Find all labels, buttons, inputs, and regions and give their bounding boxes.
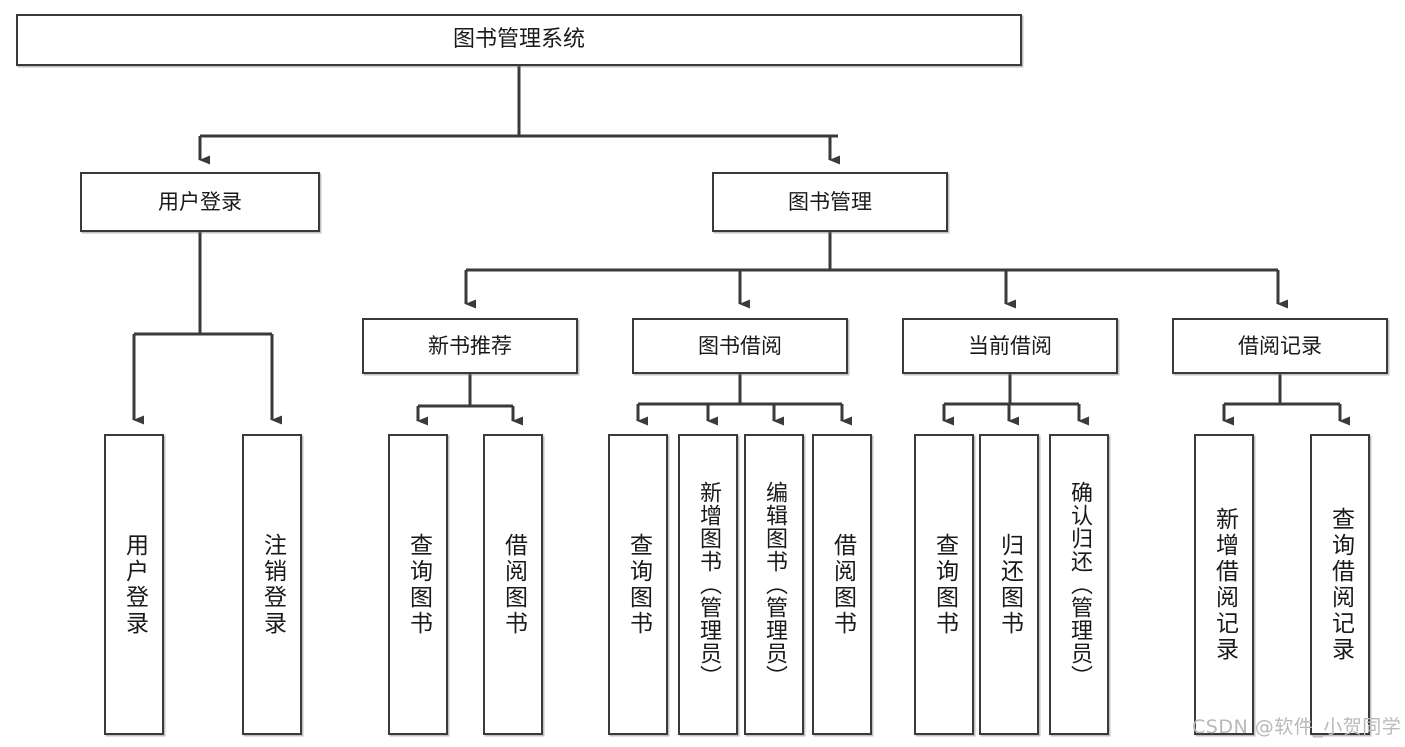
watermark: CSDN @软件_小贺同学 bbox=[1192, 716, 1402, 738]
node-current-borrow-label: 当前借阅 bbox=[968, 333, 1052, 358]
node-leaf-user-login-label: 用户登录 bbox=[121, 532, 148, 637]
node-leaf-confirm-return-label: 确认归还（管理员） bbox=[1067, 481, 1092, 688]
node-leaf-query-record-label: 查询借阅记录 bbox=[1327, 506, 1354, 663]
node-leaf-confirm-return[interactable]: 确认归还（管理员） bbox=[1049, 434, 1109, 735]
node-leaf-query-book-3[interactable]: 查询图书 bbox=[914, 434, 974, 735]
node-leaf-add-book[interactable]: 新增图书（管理员） bbox=[678, 434, 738, 735]
node-borrow-record[interactable]: 借阅记录 bbox=[1172, 318, 1388, 374]
node-leaf-query-book-1-label: 查询图书 bbox=[405, 532, 432, 637]
node-leaf-edit-book[interactable]: 编辑图书（管理员） bbox=[744, 434, 804, 735]
node-current-borrow[interactable]: 当前借阅 bbox=[902, 318, 1118, 374]
node-new-book-recommend[interactable]: 新书推荐 bbox=[362, 318, 578, 374]
node-root-label: 图书管理系统 bbox=[452, 27, 585, 53]
node-leaf-query-book-2[interactable]: 查询图书 bbox=[608, 434, 668, 735]
node-leaf-query-book-1[interactable]: 查询图书 bbox=[388, 434, 448, 735]
node-leaf-borrow-book-2-label: 借阅图书 bbox=[829, 532, 856, 637]
node-root[interactable]: 图书管理系统 bbox=[16, 14, 1022, 66]
node-book-borrow[interactable]: 图书借阅 bbox=[632, 318, 848, 374]
node-book-borrow-label: 图书借阅 bbox=[698, 333, 782, 358]
node-leaf-query-book-3-label: 查询图书 bbox=[931, 532, 958, 637]
node-leaf-borrow-book-2[interactable]: 借阅图书 bbox=[812, 434, 872, 735]
node-leaf-add-book-label: 新增图书（管理员） bbox=[696, 481, 721, 688]
node-leaf-add-record[interactable]: 新增借阅记录 bbox=[1194, 434, 1254, 735]
node-leaf-logout-login[interactable]: 注销登录 bbox=[242, 434, 302, 735]
node-leaf-edit-book-label: 编辑图书（管理员） bbox=[762, 481, 787, 688]
node-book-manage-label: 图书管理 bbox=[788, 189, 872, 214]
node-new-book-recommend-label: 新书推荐 bbox=[428, 333, 512, 358]
node-leaf-user-login[interactable]: 用户登录 bbox=[104, 434, 164, 735]
node-user-login[interactable]: 用户登录 bbox=[80, 172, 320, 232]
node-leaf-borrow-book-1-label: 借阅图书 bbox=[500, 532, 527, 637]
node-leaf-query-record[interactable]: 查询借阅记录 bbox=[1310, 434, 1370, 735]
node-borrow-record-label: 借阅记录 bbox=[1238, 333, 1322, 358]
node-leaf-borrow-book-1[interactable]: 借阅图书 bbox=[483, 434, 543, 735]
node-leaf-return-book[interactable]: 归还图书 bbox=[979, 434, 1039, 735]
node-leaf-logout-login-label: 注销登录 bbox=[259, 532, 286, 637]
node-user-login-label: 用户登录 bbox=[158, 189, 242, 214]
node-leaf-return-book-label: 归还图书 bbox=[996, 532, 1023, 637]
node-book-manage[interactable]: 图书管理 bbox=[712, 172, 948, 232]
node-leaf-query-book-2-label: 查询图书 bbox=[625, 532, 652, 637]
node-leaf-add-record-label: 新增借阅记录 bbox=[1211, 506, 1238, 663]
